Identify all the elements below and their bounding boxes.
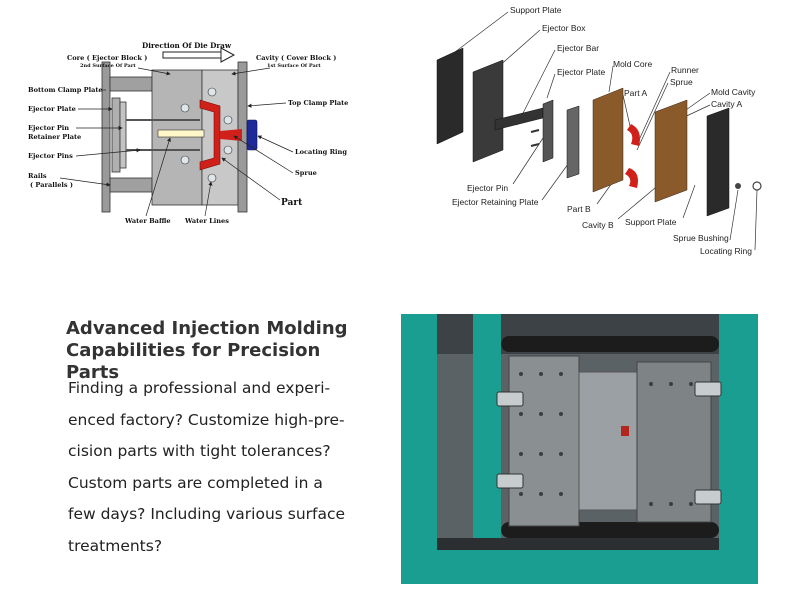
core-block: [151, 69, 203, 206]
part-b-label: Part B: [567, 204, 591, 214]
mold-cavity-label: Mold Cavity: [711, 87, 756, 97]
injection-machine-photo: [401, 314, 758, 584]
ejector-box-label: Ejector Box: [542, 23, 586, 33]
ejector-pins-label: Ejector Pins: [28, 152, 73, 160]
mold-core-part: [592, 87, 624, 193]
mold-cavity-part: [654, 99, 688, 203]
mold-center: [578, 371, 638, 511]
platen-left: [508, 355, 580, 527]
direction-label: Direction Of Die Draw: [142, 41, 232, 50]
locating-ring-label: Locating Ring: [295, 148, 347, 156]
part-b-shape: [625, 168, 638, 188]
support-plate-front: [706, 107, 730, 217]
body-line-2: enced factory? Customize high-pre-: [68, 410, 345, 429]
section-headline: Advanced Injection Molding Capabilities …: [66, 318, 366, 384]
machine-frame-left: [401, 314, 437, 584]
body-paragraph: Finding a professional and experi- enced…: [68, 373, 353, 562]
sprue-bushing-part: [735, 183, 741, 189]
ejector-pins-group: [530, 115, 540, 147]
part-a-shape: [627, 124, 640, 146]
ejector-plate: [111, 97, 121, 173]
part-a-label: Part A: [624, 88, 647, 98]
mold-core-label: Mold Core: [613, 59, 652, 69]
locating-ring-label-right: Locating Ring: [700, 246, 752, 256]
rails-label-2: ( Parallels ): [30, 181, 73, 189]
sprue-label: Sprue: [295, 169, 317, 177]
rail-bottom: [109, 177, 153, 193]
body-line-6: treatments?: [68, 536, 163, 555]
cavity-sub-label: 1st Surface Of Part: [267, 63, 321, 69]
ejector-box: [472, 59, 504, 163]
locating-ring: [246, 119, 258, 151]
body-line-1: Finding a professional and experi-: [68, 379, 331, 397]
ejector-pin-label-right: Ejector Pin: [467, 183, 508, 193]
ejector-pin-retainer-label-2: Retainer Plate: [28, 133, 81, 141]
ejector-plate-label: Ejector Plate: [28, 105, 76, 113]
ejector-retainer-plate: [119, 101, 127, 169]
support-plate-bottom-label: Support Plate: [625, 217, 677, 227]
sprue-bushing-label: Sprue Bushing: [673, 233, 729, 243]
headline-line-1: Advanced Injection Molding: [66, 318, 348, 339]
cavity-b-label: Cavity B: [582, 220, 614, 230]
top-clamp-label: Top Clamp Plate: [288, 99, 348, 107]
sprue-label-right: Sprue: [670, 77, 693, 87]
water-lines: [180, 87, 233, 183]
body-line-3: cision parts with tight tolerances?: [68, 442, 331, 460]
runner-label: Runner: [671, 65, 699, 75]
ejector-plate-part: [542, 99, 554, 163]
part-shape: [199, 99, 221, 171]
ejector-plate-label-right: Ejector Plate: [557, 67, 605, 77]
water-lines-label: Water Lines: [184, 217, 229, 225]
rail-top: [109, 76, 153, 92]
core-label: Core ( Ejector Block ): [67, 54, 147, 62]
ejector-pin-retainer-label-1: Ejector Pin: [28, 124, 69, 132]
headline-line-2: Capabilities for Precision Parts: [66, 340, 321, 383]
mold-exploded-diagram: Support Plate Ejector Box Ejector Bar Ej…: [436, 5, 762, 256]
water-baffle-label: Water Baffle: [124, 217, 171, 225]
water-baffle: [157, 129, 205, 138]
cavity-label: Cavity ( Cover Block ): [256, 54, 336, 62]
core-sub-label: 2nd Surface Of Part: [80, 63, 136, 69]
mold-cross-section-diagram: Direction Of Die Draw Core ( Ejector Blo…: [28, 41, 348, 225]
rails-label-1: Rails: [28, 172, 47, 180]
locating-ring-part: [752, 181, 762, 191]
body-line-4: Custom parts are completed in a: [68, 473, 323, 492]
ejector-retaining-plate-part: [566, 105, 580, 179]
support-plate-top-label: Support Plate: [510, 5, 562, 15]
cavity-a-label: Cavity A: [711, 99, 743, 109]
part-label: Part: [281, 198, 303, 208]
ejector-bar-label: Ejector Bar: [557, 43, 599, 53]
die-draw-arrow: [162, 47, 236, 63]
body-line-5: few days? Including various surface: [68, 505, 346, 523]
bottom-clamp-plate: [101, 61, 111, 213]
support-plate-back: [436, 47, 464, 145]
bottom-clamp-label: Bottom Clamp Plate: [28, 86, 103, 94]
ejector-retaining-plate-label: Ejector Retaining Plate: [452, 197, 539, 207]
